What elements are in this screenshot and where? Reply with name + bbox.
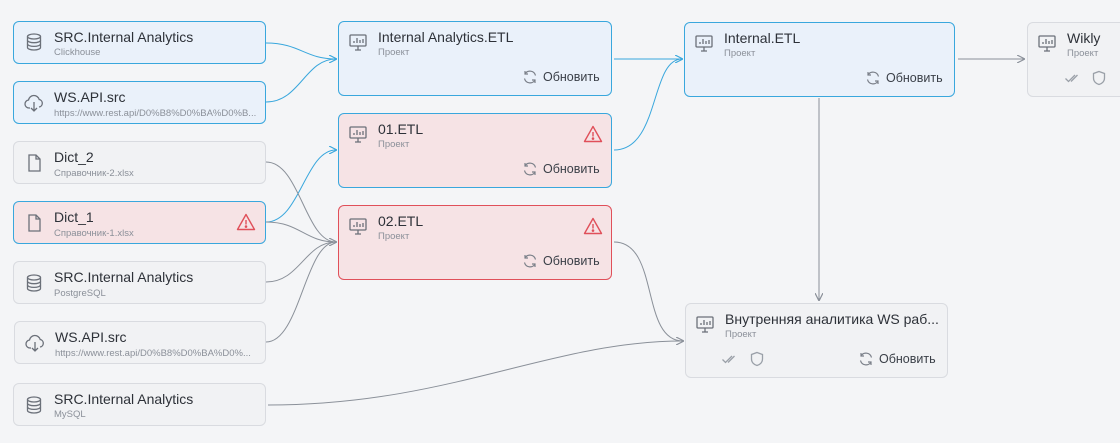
monitor-chart-icon	[348, 216, 368, 236]
edge	[265, 221, 337, 243]
edge	[265, 241, 337, 343]
refresh-button[interactable]: Обновить	[865, 70, 943, 86]
source-title: Dict_2	[54, 149, 94, 165]
project-node[interactable]: Wikly Проект	[1027, 22, 1120, 97]
refresh-label: Обновить	[543, 254, 600, 268]
source-title: SRC.Internal Analytics	[54, 391, 194, 407]
shield-icon[interactable]	[1091, 70, 1107, 86]
project-title: Внутренняя аналитика WS раб...	[725, 311, 939, 327]
project-node[interactable]: Internal.ETL Проект Обновить	[684, 22, 955, 97]
warning-icon	[236, 213, 256, 231]
source-title: SRC.Internal Analytics	[54, 29, 194, 45]
edge	[613, 241, 683, 341]
cloud-download-icon	[25, 333, 45, 353]
edge	[265, 58, 337, 103]
project-subtitle: Проект	[725, 329, 757, 340]
edge	[265, 42, 336, 59]
refresh-icon	[866, 71, 880, 85]
warning-icon	[583, 217, 603, 235]
refresh-icon	[523, 254, 537, 268]
project-subtitle: Проект	[378, 231, 410, 242]
project-node[interactable]: 02.ETL Проект Обновить	[338, 205, 612, 280]
file-icon	[24, 153, 44, 173]
edge	[613, 58, 683, 151]
project-subtitle: Проект	[378, 139, 410, 150]
database-icon	[24, 395, 44, 415]
project-title: 01.ETL	[378, 121, 424, 137]
file-icon	[24, 213, 44, 233]
cloud-download-icon	[24, 93, 44, 113]
project-node[interactable]: Внутренняя аналитика WS раб... Проект Об…	[685, 303, 948, 378]
monitor-chart-icon	[694, 33, 714, 53]
source-title: WS.API.src	[55, 329, 127, 345]
refresh-label: Обновить	[886, 71, 943, 85]
project-node[interactable]: Internal Analytics.ETL Проект Обновить	[338, 21, 612, 96]
monitor-chart-icon	[1037, 33, 1057, 53]
monitor-chart-icon	[348, 124, 368, 144]
source-subtitle: Справочник-2.xlsx	[54, 168, 134, 179]
source-node[interactable]: SRC.Internal Analytics PostgreSQL	[13, 261, 266, 304]
edge	[267, 340, 684, 406]
source-subtitle: https://www.rest.api/D0%B8%D0%BA%D0%...	[55, 348, 251, 359]
refresh-label: Обновить	[879, 352, 936, 366]
database-icon	[24, 32, 44, 52]
source-node[interactable]: Dict_2 Справочник-2.xlsx	[13, 141, 266, 184]
refresh-label: Обновить	[543, 70, 600, 84]
source-subtitle: https://www.rest.api/D0%B8%D0%BA%D0%B...	[54, 108, 257, 119]
source-node[interactable]: WS.API.src https://www.rest.api/D0%B8%D0…	[14, 321, 266, 364]
refresh-icon	[859, 352, 873, 366]
refresh-label: Обновить	[543, 162, 600, 176]
project-subtitle: Проект	[724, 48, 756, 59]
warning-icon	[583, 125, 603, 143]
source-subtitle: Clickhouse	[54, 47, 101, 58]
source-subtitle: PostgreSQL	[54, 288, 106, 299]
monitor-chart-icon	[348, 32, 368, 52]
refresh-button[interactable]: Обновить	[522, 69, 600, 85]
check-icon[interactable]	[1064, 70, 1080, 86]
monitor-chart-icon	[695, 314, 715, 334]
source-subtitle: Справочник-1.xlsx	[54, 228, 134, 239]
source-title: SRC.Internal Analytics	[54, 269, 194, 285]
refresh-icon	[523, 70, 537, 84]
database-icon	[24, 273, 44, 293]
project-title: Internal Analytics.ETL	[378, 29, 514, 45]
source-node[interactable]: WS.API.src https://www.rest.api/D0%B8%D0…	[13, 81, 266, 124]
project-subtitle: Проект	[378, 47, 410, 58]
source-node[interactable]: SRC.Internal Analytics MySQL	[13, 383, 266, 426]
check-icon[interactable]	[721, 351, 737, 367]
project-subtitle: Проект	[1067, 48, 1099, 59]
source-subtitle: MySQL	[54, 409, 86, 420]
project-title: 02.ETL	[378, 213, 424, 229]
edge	[265, 150, 336, 223]
edge	[265, 161, 336, 242]
project-title: Wikly	[1067, 30, 1101, 46]
source-title: WS.API.src	[54, 89, 126, 105]
refresh-button[interactable]: Обновить	[522, 253, 600, 269]
source-node[interactable]: Dict_1 Справочник-1.xlsx	[13, 201, 266, 244]
edge	[265, 241, 337, 283]
refresh-button[interactable]: Обновить	[858, 351, 936, 367]
source-node[interactable]: SRC.Internal Analytics Clickhouse	[13, 21, 266, 64]
source-title: Dict_1	[54, 209, 94, 225]
refresh-icon	[523, 162, 537, 176]
project-title: Internal.ETL	[724, 30, 801, 46]
project-node[interactable]: 01.ETL Проект Обновить	[338, 113, 612, 188]
refresh-button[interactable]: Обновить	[522, 161, 600, 177]
shield-icon[interactable]	[749, 351, 765, 367]
